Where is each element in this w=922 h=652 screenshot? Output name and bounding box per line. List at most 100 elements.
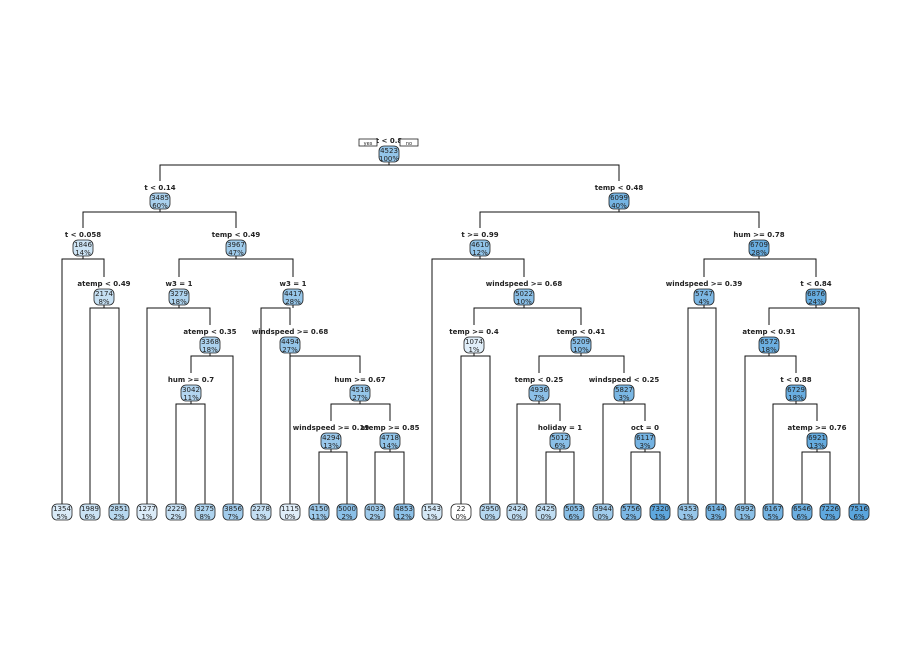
tree-edge-branch: [772, 403, 818, 504]
node-box: [649, 503, 671, 521]
node-predicted-value: 1989: [81, 505, 99, 513]
node-box: [393, 503, 415, 521]
node-percentage: 13%: [809, 442, 825, 450]
node-box: [308, 503, 330, 521]
split-rule-label: w3 = 1: [280, 280, 307, 288]
tree-edges: [61, 162, 860, 504]
node-box: [51, 503, 73, 521]
node-predicted-value: 2424: [508, 505, 526, 513]
node-percentage: 1%: [682, 513, 693, 521]
node-percentage: 5%: [767, 513, 778, 521]
node-predicted-value: 4294: [322, 434, 340, 442]
node-percentage: 40%: [611, 202, 627, 210]
node-predicted-value: 7226: [821, 505, 839, 513]
node-predicted-value: 7516: [850, 505, 868, 513]
node-predicted-value: 4523: [380, 147, 398, 155]
node-predicted-value: 3856: [224, 505, 242, 513]
node-predicted-value: 3368: [201, 338, 219, 346]
node-percentage: 1%: [654, 513, 665, 521]
split-rule-label: hum >= 0.7: [168, 376, 214, 384]
node-percentage: 14%: [75, 249, 91, 257]
node-box: [506, 503, 528, 521]
node-box: [705, 503, 727, 521]
tree-edge-branch: [178, 258, 294, 277]
node-percentage: 1%: [141, 513, 152, 521]
node-percentage: 13%: [323, 442, 339, 450]
node-percentage: 27%: [352, 394, 368, 402]
split-rule-label: t < 0.88: [780, 376, 811, 384]
node-box: [282, 288, 304, 306]
node-predicted-value: 3279: [170, 290, 188, 298]
node-predicted-value: 6144: [707, 505, 725, 513]
node-percentage: 100%: [379, 155, 399, 163]
tree-edge-branch: [516, 403, 561, 504]
tree-edge-branch: [630, 451, 661, 504]
node-box: [222, 503, 244, 521]
node-predicted-value: 6572: [760, 338, 778, 346]
tree-edge-branch: [538, 355, 625, 373]
split-rule-label: windspeed >= 0.39: [666, 280, 743, 288]
split-rule-label: atemp < 0.91: [742, 328, 795, 336]
tree-edge-branch: [82, 211, 237, 228]
tree-edge-branch: [190, 355, 234, 504]
node-box: [805, 288, 827, 306]
node-box: [180, 384, 202, 402]
node-percentage: 28%: [285, 298, 301, 306]
node-percentage: 0%: [284, 513, 295, 521]
node-box: [378, 145, 400, 163]
tree-leaf-node: 220%: [450, 503, 472, 521]
split-rule-label: w3 = 1: [166, 280, 193, 288]
node-predicted-value: 4718: [381, 434, 399, 442]
node-percentage: 0%: [597, 513, 608, 521]
split-rule-label: t < 0.14: [144, 184, 175, 192]
tree-edge-branch: [703, 258, 817, 277]
node-predicted-value: 6546: [793, 505, 811, 513]
node-predicted-value: 5827: [615, 386, 633, 394]
node-percentage: 3%: [710, 513, 721, 521]
node-percentage: 7%: [824, 513, 835, 521]
node-percentage: 18%: [788, 394, 804, 402]
node-box: [758, 336, 780, 354]
node-percentage: 8%: [199, 513, 210, 521]
node-predicted-value: 2950: [481, 505, 499, 513]
node-predicted-value: 4494: [281, 338, 299, 346]
tree-edge-branch: [175, 403, 206, 504]
node-percentage: 6%: [796, 513, 807, 521]
node-percentage: 60%: [152, 202, 168, 210]
split-rule-label: oct = 0: [631, 424, 659, 432]
split-rule-label: temp < 0.48: [595, 184, 644, 192]
node-percentage: 6%: [568, 513, 579, 521]
node-box: [165, 503, 187, 521]
node-predicted-value: 4150: [310, 505, 328, 513]
tree-edge-branch: [687, 307, 717, 504]
node-box: [72, 239, 94, 257]
tree-edge-branch: [146, 307, 211, 504]
node-box: [469, 239, 491, 257]
node-percentage: 3%: [618, 394, 629, 402]
node-predicted-value: 4992: [736, 505, 754, 513]
node-percentage: 2%: [170, 513, 181, 521]
node-box: [320, 432, 342, 450]
split-rule-label: t < 0.84: [800, 280, 831, 288]
node-box: [279, 336, 301, 354]
node-percentage: 1%: [426, 513, 437, 521]
node-predicted-value: 1543: [423, 505, 441, 513]
split-rule-label: t >= 0.99: [461, 231, 498, 239]
node-percentage: 1%: [255, 513, 266, 521]
tree-edge-branch: [744, 355, 797, 504]
node-percentage: 1%: [739, 513, 750, 521]
